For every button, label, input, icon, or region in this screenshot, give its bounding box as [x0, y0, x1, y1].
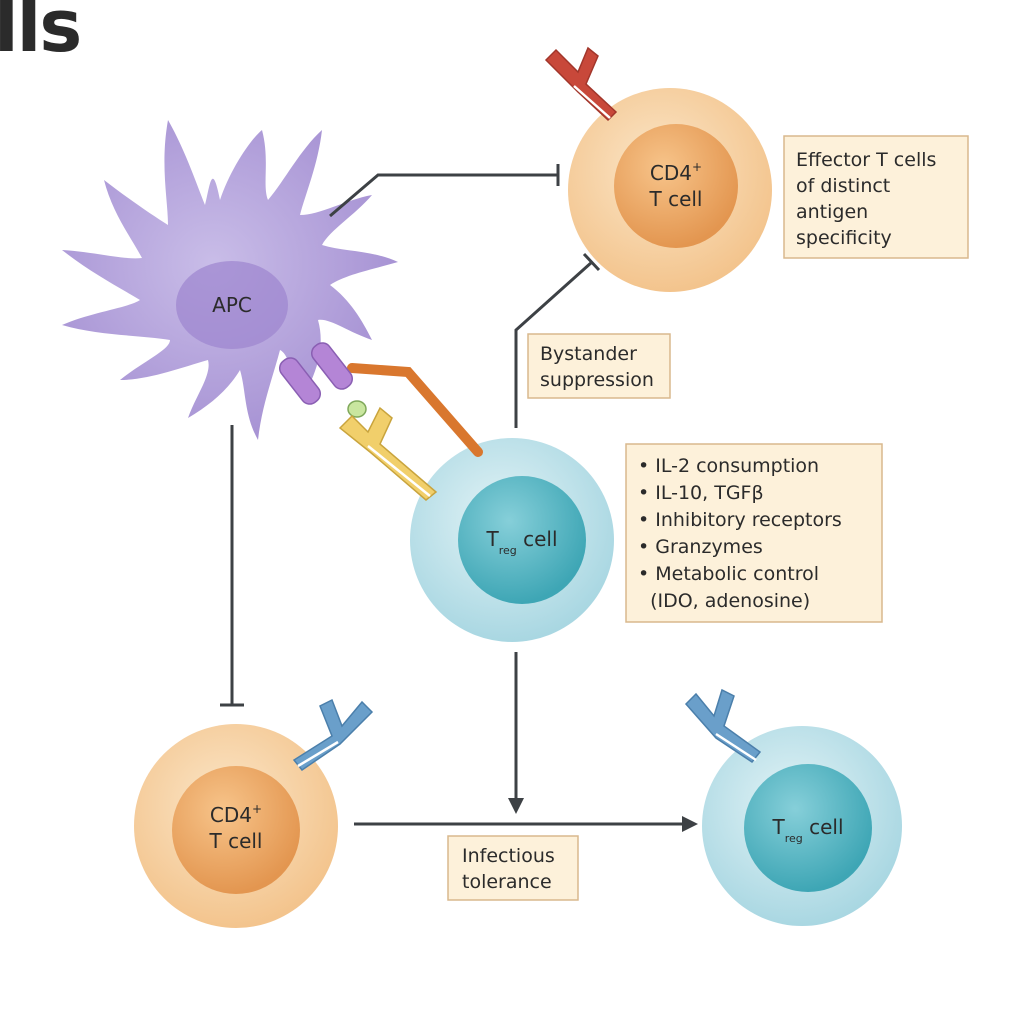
cd4-top-label-line1: CD4+ — [650, 160, 702, 185]
connector-lines — [220, 164, 685, 826]
apc-label: APC — [212, 293, 252, 317]
cd4-bottom-nucleus — [172, 766, 300, 894]
effector-note-line: antigen — [796, 201, 868, 223]
bystander-note-box: Bystander suppression — [527, 333, 671, 399]
treg-cell-right: Treg cell — [684, 688, 902, 926]
cd4-t-cell-bottom: CD4+ T cell — [134, 698, 374, 928]
mhc-left-chain — [278, 357, 322, 405]
effector-note-line: specificity — [796, 227, 892, 249]
treg-to-cd4-top-inhibit-bar — [582, 252, 601, 272]
bystander-note-line: suppression — [540, 369, 654, 391]
treg-to-infectious-arrowhead — [508, 798, 524, 814]
mechanism-item: (IDO, adenosine) — [638, 590, 810, 612]
infectious-note-line: tolerance — [462, 871, 552, 893]
mechanism-item: • Inhibitory receptors — [638, 509, 842, 531]
bystander-note-line: Bystander — [540, 343, 637, 365]
effector-note-line: Effector T cells — [796, 149, 936, 171]
cd4-bottom-label-line2: T cell — [209, 829, 263, 853]
treg-to-cd4-top-inhibit-line — [514, 260, 594, 428]
mechanism-item: • Metabolic control — [638, 563, 819, 585]
effector-note-box: Effector T cells of distinct antigen spe… — [783, 135, 969, 259]
cd4-top-label-line2: T cell — [649, 187, 703, 211]
apc-cell: APC — [62, 120, 398, 440]
mechanism-item: • Granzymes — [638, 536, 763, 558]
cd4-bottom-label-line1: CD4+ — [210, 802, 262, 827]
tcr-blue-icon — [292, 698, 374, 772]
cd4-t-cell-top: CD4+ T cell — [544, 46, 772, 292]
tcr-red-icon — [544, 46, 618, 122]
treg-right-nucleus — [744, 764, 872, 892]
mhc-tcr-complex — [278, 342, 483, 501]
heading-fragment: lls — [0, 0, 82, 68]
mhc-right-chain — [310, 342, 354, 390]
effector-note-line: of distinct — [796, 175, 890, 197]
mechanism-item: • IL-10, TGFβ — [638, 482, 764, 504]
apc-nucleus — [176, 261, 288, 349]
mechanisms-note-box: • IL-2 consumption • IL-10, TGFβ • Inhib… — [625, 443, 883, 623]
treg-right-label: Treg cell — [771, 815, 843, 845]
cd4-bottom-to-treg-right-arrowhead — [682, 816, 698, 832]
infectious-note-box: Infectious tolerance — [447, 835, 579, 901]
tcr-yellow-icon — [338, 406, 438, 501]
treg-center-label: Treg cell — [485, 527, 557, 557]
treg-cell-center: Treg cell — [410, 438, 614, 642]
tcr-blue-right-icon — [684, 688, 762, 764]
apc-to-cd4-top-inhibit-line — [329, 173, 558, 218]
treg-center-nucleus — [458, 476, 586, 604]
mechanism-item: • IL-2 consumption — [638, 455, 819, 477]
orange-costim-molecule — [347, 363, 483, 457]
cd4-top-nucleus — [614, 124, 738, 248]
peptide-antigen — [347, 400, 367, 418]
infectious-note-line: Infectious — [462, 845, 555, 867]
